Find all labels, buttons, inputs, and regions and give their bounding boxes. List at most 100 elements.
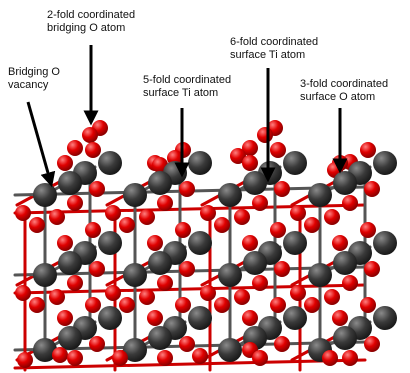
titanium-atom (188, 231, 212, 255)
oxygen-atom (322, 350, 338, 366)
titanium-atom (308, 183, 332, 207)
oxygen-atom (324, 289, 340, 305)
titanium-atom (123, 338, 147, 362)
oxygen-atom (214, 297, 230, 313)
oxygen-atom (147, 310, 163, 326)
titanium-atom (218, 183, 242, 207)
label-bridging-o-atom-line1: 2-fold coordinated (47, 9, 136, 21)
bond (13, 358, 367, 370)
oxygen-atom (139, 289, 155, 305)
oxygen-atom (274, 181, 290, 197)
oxygen-atom (112, 350, 128, 366)
oxygen-atom (175, 297, 191, 313)
label-five-fold-ti-line2: surface Ti atom (143, 87, 219, 99)
oxygen-atom (360, 142, 376, 158)
titanium-atom (283, 306, 307, 330)
titanium-atom (218, 338, 242, 362)
oxygen-atom (364, 181, 380, 197)
titanium-atom (283, 231, 307, 255)
oxygen-atom (252, 275, 268, 291)
oxygen-atom (364, 261, 380, 277)
oxygen-atom (242, 235, 258, 251)
label-three-fold-o-line2: surface O atom (300, 91, 376, 103)
oxygen-atom (57, 310, 73, 326)
titanium-atom (218, 263, 242, 287)
label-five-fold-ti: 5-fold coordinated surface Ti atom (143, 74, 231, 100)
titanium-atom (123, 263, 147, 287)
oxygen-atom (105, 285, 121, 301)
oxygen-atom (200, 285, 216, 301)
titanium-atom (333, 171, 357, 195)
oxygen-atom (179, 261, 195, 277)
oxygen-atom (119, 297, 135, 313)
titanium-atom (33, 338, 57, 362)
titanium-atom (333, 251, 357, 275)
titanium-atom (243, 251, 267, 275)
oxygen-atom (17, 352, 33, 368)
oxygen-atom (179, 181, 195, 197)
oxygen-atom (234, 289, 250, 305)
titanium-atom (98, 306, 122, 330)
titanium-atom (98, 231, 122, 255)
oxygen-atom (89, 261, 105, 277)
oxygen-atom (105, 205, 121, 221)
oxygen-atom (89, 336, 105, 352)
label-six-fold-ti: 6-fold coordinated surface Ti atom (230, 36, 318, 62)
titanium-atom (373, 306, 397, 330)
oxygen-atom (342, 195, 358, 211)
oxygen-atom (67, 140, 83, 156)
oxygen-atom (252, 350, 268, 366)
oxygen-atom (49, 209, 65, 225)
lattice-atoms (15, 120, 397, 368)
oxygen-atom (270, 222, 286, 238)
oxygen-atom (57, 155, 73, 171)
oxygen-atom (252, 195, 268, 211)
oxygen-atom (242, 140, 258, 156)
oxygen-atom (234, 209, 250, 225)
oxygen-atom (57, 235, 73, 251)
titanium-atom (33, 183, 57, 207)
titanium-atom (148, 171, 172, 195)
oxygen-atom (257, 127, 273, 143)
oxygen-atom (67, 350, 83, 366)
oxygen-atom (85, 297, 101, 313)
label-bridging-o-atom: 2-fold coordinated bridging O atom (47, 9, 135, 35)
oxygen-atom (290, 285, 306, 301)
oxygen-atom (157, 195, 173, 211)
label-six-fold-ti-line1: 6-fold coordinated (230, 36, 319, 48)
oxygen-atom (304, 297, 320, 313)
oxygen-atom (179, 336, 195, 352)
oxygen-atom (214, 217, 230, 233)
oxygen-atom (157, 275, 173, 291)
oxygen-atom (49, 289, 65, 305)
label-bridging-o-atom-line2: bridging O atom (47, 22, 126, 34)
oxygen-atom (332, 310, 348, 326)
oxygen-atom (360, 222, 376, 238)
oxygen-atom (290, 205, 306, 221)
label-five-fold-ti-line1: 5-fold coordinated (143, 74, 232, 86)
oxygen-atom (119, 217, 135, 233)
oxygen-atom (67, 275, 83, 291)
oxygen-atom (324, 209, 340, 225)
oxygen-atom (304, 217, 320, 233)
titanium-atom (188, 151, 212, 175)
titanium-atom (58, 171, 82, 195)
label-three-fold-o: 3-fold coordinated surface O atom (300, 78, 388, 104)
titanium-atom (33, 263, 57, 287)
titanium-atom (98, 151, 122, 175)
label-bridging-o-vacancy: Bridging O vacancy (8, 66, 60, 92)
titanium-atom (243, 171, 267, 195)
oxygen-atom (147, 235, 163, 251)
titanium-atom (58, 251, 82, 275)
oxygen-atom (242, 310, 258, 326)
titanium-atom (373, 151, 397, 175)
oxygen-atom (85, 222, 101, 238)
titanium-atom (283, 151, 307, 175)
titanium-atom (148, 326, 172, 350)
oxygen-atom (270, 142, 286, 158)
oxygen-atom (342, 350, 358, 366)
oxygen-atom (360, 297, 376, 313)
oxygen-atom (192, 348, 208, 364)
oxygen-atom (342, 275, 358, 291)
label-arrows (26, 45, 348, 188)
